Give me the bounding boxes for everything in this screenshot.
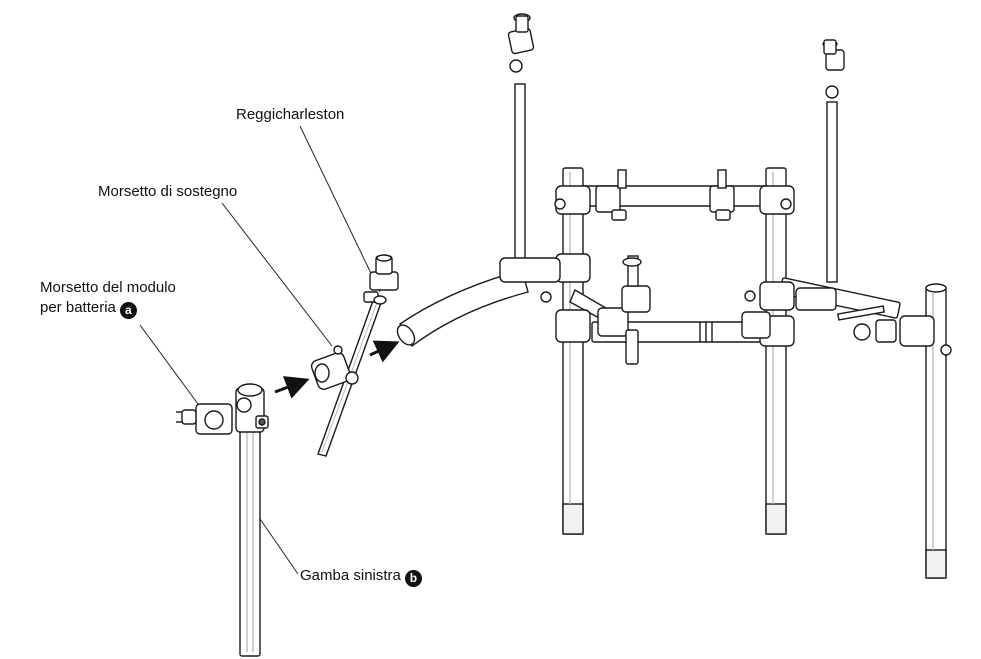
module-clamp-text-line1: Morsetto del modulo	[40, 279, 176, 296]
label-hihat-holder: Reggicharleston	[236, 105, 344, 125]
rack-clamps	[499, 169, 952, 365]
arrow-right-icon	[274, 340, 400, 399]
hihat-holder-text: Reggicharleston	[236, 106, 345, 123]
leader-support-clamp	[221, 202, 333, 347]
cymbal-holders	[507, 13, 845, 99]
module-clamp	[176, 383, 269, 435]
left-leg	[239, 407, 261, 657]
module-clamp-text-line2: per batteria	[40, 299, 116, 316]
left-leg-text: Gamba sinistra	[300, 567, 401, 584]
support-clamp-text: Morsetto di sostegno	[98, 183, 238, 200]
leader-hihat-holder	[299, 125, 381, 293]
hihat-holder-assembly	[310, 254, 399, 457]
badge-a-icon: a	[119, 302, 137, 319]
curved-bar	[396, 269, 529, 348]
leader-lines	[139, 125, 381, 575]
leader-left-leg	[257, 515, 299, 575]
leader-module-clamp	[139, 324, 199, 405]
badge-b-icon: b	[404, 570, 422, 587]
label-support-clamp: Morsetto di sostegno	[98, 182, 237, 202]
